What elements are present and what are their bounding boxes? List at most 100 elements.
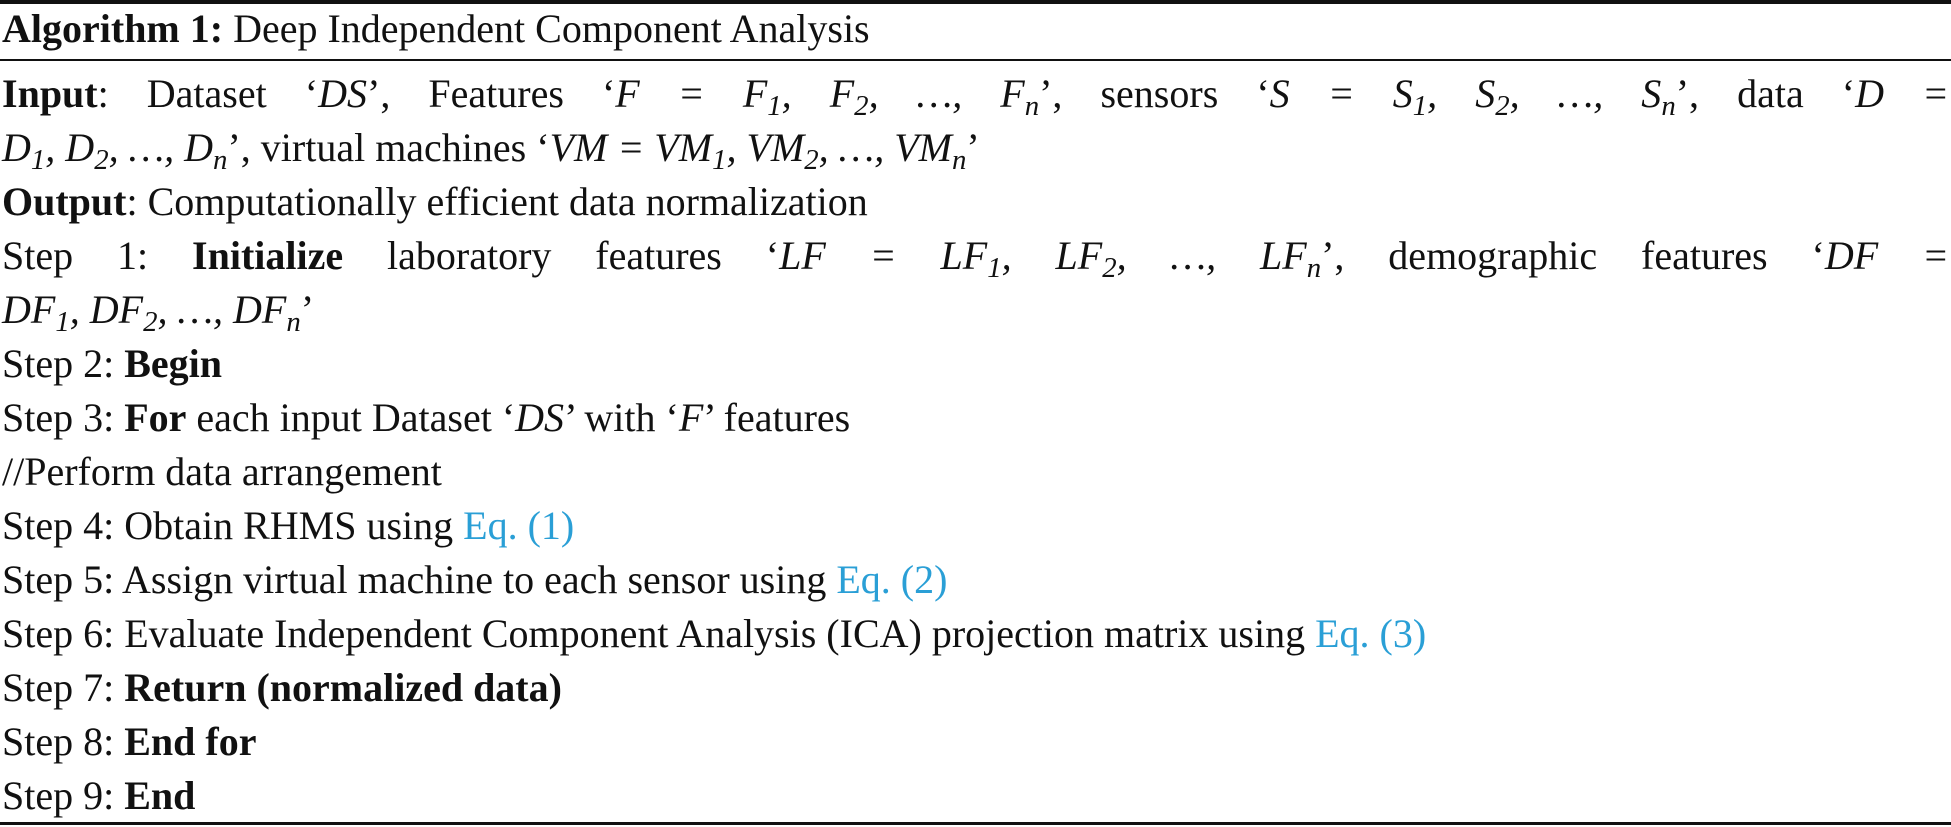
step-text: Obtain RHMS using [114,503,464,548]
input-text: : Dataset ‘ [97,71,319,116]
step-3: Step 3: For each input Dataset ‘DS’ with… [2,394,1949,442]
algorithm-name: Deep Independent Component Analysis [233,6,870,51]
var-ds: DS [318,71,368,116]
step-7: Step 7: Return (normalized data) [2,664,1949,712]
title-rule [0,59,1951,61]
step-text: Assign virtual machine to each sensor us… [114,557,837,602]
output-label: Output [2,179,127,224]
features-expr: F = F1, F2, …, Fn [615,71,1039,120]
expr-text: , S [1427,71,1496,116]
input-label: Input [2,71,98,116]
expr-text: , …, S [1509,71,1662,116]
df-expr: DF = [1824,233,1950,278]
input-text: ’, Features ‘ [367,71,616,116]
expr-text: DF [2,287,56,332]
subscript: 2 [1495,90,1510,123]
expr-text: F = F [615,71,768,116]
subscript: n [1306,252,1322,285]
sensors-expr: S = S1, S2, …, Sn [1269,71,1676,120]
step-4: Step 4: Obtain RHMS using Eq. (1) [2,502,1949,550]
step-keyword: Return (normalized data) [124,665,562,710]
expr-text: , DF [69,287,144,332]
expr-text: , VM [726,125,805,170]
step-prefix: Step 8: [2,719,115,764]
subscript: n [1661,90,1676,123]
lf-expr: LF = LF1, LF2, …, LFn [779,233,1321,282]
expr-text: D [2,125,31,170]
subscript: n [286,306,301,339]
subscript: 1 [55,306,70,339]
expr-text: , …, LF [1116,233,1307,278]
var-ds: DS [515,395,565,440]
step-2: Step 2: Begin [2,340,1949,388]
expr-text: VM = VM [549,125,713,170]
step-prefix: Step 2: [2,341,115,386]
step-prefix: Step 4: [2,503,115,548]
expr-text: , F [781,71,855,116]
algorithm-label: Algorithm 1: [2,6,224,51]
top-rule [0,0,1951,4]
step-text: ’ with ‘ [564,395,679,440]
step-prefix: Step 1: [2,233,149,278]
step-prefix: Step 7: [2,665,115,710]
vm-expr: VM = VM1, VM2, …, VMn [549,125,967,174]
expr-text: LF = LF [779,233,988,278]
step-keyword: For [124,395,187,440]
expr-text: , …, D [108,125,214,170]
step-text: each input Dataset ‘ [186,395,516,440]
subscript: 1 [767,90,782,123]
step-5: Step 5: Assign virtual machine to each s… [2,556,1949,604]
subscript: 1 [1412,90,1428,123]
step-1-line-1: Step 1: Initialize laboratory features ‘… [2,232,1950,282]
df-list: DF1, DF2, …, DFn [2,287,301,336]
step-keyword: End [124,773,196,818]
output-text: : Computationally efficient data normali… [126,179,868,224]
step-9: Step 9: End [2,772,1949,820]
expr-text: , D [45,125,95,170]
input-text: ’, data ‘ [1675,71,1856,116]
input-line-2: D1, D2, …, Dn’, virtual machines ‘VM = V… [2,124,1949,174]
input-text: ’, virtual machines ‘ [227,125,550,170]
step-prefix: Step 5: [2,557,115,602]
step-keyword: End for [124,719,257,764]
step-8: Step 8: End for [2,718,1949,766]
step-6: Step 6: Evaluate Independent Component A… [2,610,1949,658]
step-text: ’, demographic features ‘ [1321,233,1825,278]
equation-2-link[interactable]: Eq. (2) [836,557,948,602]
subscript: n [951,144,967,177]
expr-text: S = S [1269,71,1413,116]
subscript: 1 [712,144,727,177]
subscript: 2 [1102,252,1117,285]
step-text: Evaluate Independent Component Analysis … [114,611,1316,656]
input-text: ’, sensors ‘ [1039,71,1270,116]
step-text: ’ features [703,395,851,440]
subscript: 2 [94,144,109,177]
expr-text: , …, VM [818,125,952,170]
step-prefix: Step 9: [2,773,115,818]
subscript: 2 [854,90,869,123]
subscript: 1 [30,144,46,177]
step-prefix: Step 3: [2,395,115,440]
expr-text: , …, F [868,71,1025,116]
step-keyword: Initialize [192,233,344,278]
comment-text: //Perform data arrangement [2,449,442,494]
data-list: D1, D2, …, Dn [2,125,227,174]
equation-3-link[interactable]: Eq. (3) [1315,611,1427,656]
step-keyword: Begin [124,341,223,386]
equation-1-link[interactable]: Eq. (1) [463,503,575,548]
comment-line: //Perform data arrangement [2,448,1949,496]
subscript: n [1024,90,1040,123]
input-text: ’ [966,125,980,170]
subscript: 2 [804,144,819,177]
expr-text: , LF [1001,233,1103,278]
step-1-line-2: DF1, DF2, …, DFn’ [2,286,1949,336]
step-prefix: Step 6: [2,611,115,656]
bottom-rule [0,822,1951,825]
step-text: laboratory features ‘ [343,233,780,278]
algorithm-title: Algorithm 1: Deep Independent Component … [2,5,1949,53]
subscript: 1 [987,252,1002,285]
data-expr: D = [1855,71,1950,116]
input-line-1: Input: Dataset ‘DS’, Features ‘F = F1, F… [2,70,1950,120]
step-text: ’ [300,287,315,332]
